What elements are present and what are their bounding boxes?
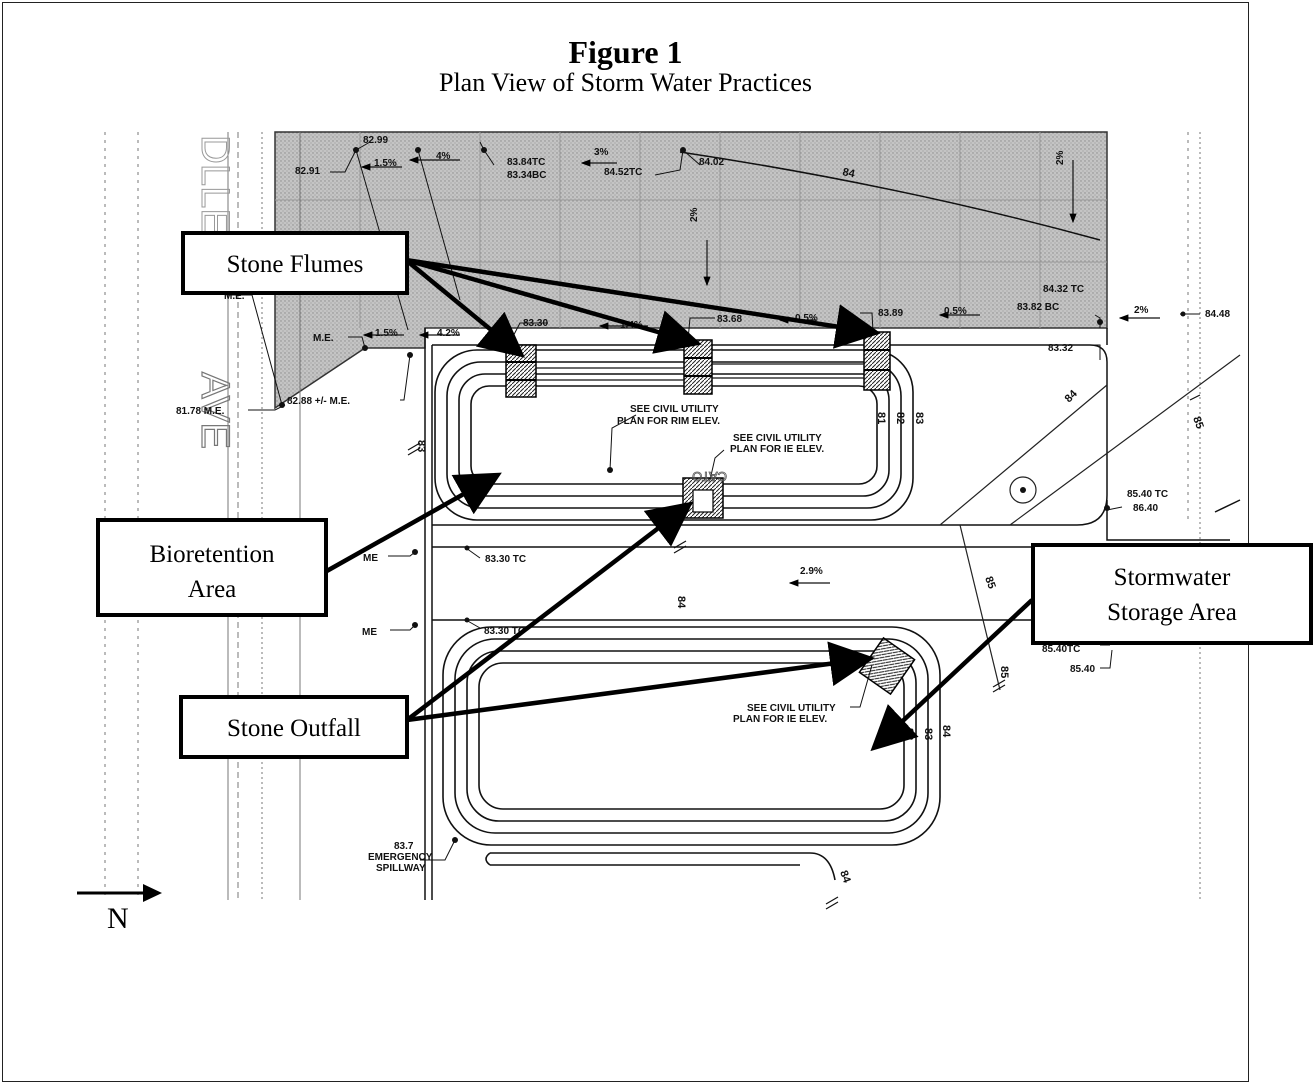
north-arrow xyxy=(77,884,162,902)
svg-text:ME: ME xyxy=(363,553,378,564)
paved-area xyxy=(274,131,1108,410)
svg-text:1.5%: 1.5% xyxy=(374,158,397,169)
callout-stormwater-storage-area: Stormwater Storage Area xyxy=(1031,543,1313,645)
street-name: AVE DLLE xyxy=(192,135,237,450)
svg-text:84.52TC: 84.52TC xyxy=(604,167,642,178)
stone-flume-1 xyxy=(505,344,537,398)
svg-text:84: 84 xyxy=(1063,387,1081,405)
svg-text:84: 84 xyxy=(940,725,952,738)
svg-text:EMERGENCY: EMERGENCY xyxy=(368,852,433,863)
svg-text:86.40: 86.40 xyxy=(1133,503,1158,514)
svg-text:85.40: 85.40 xyxy=(1070,664,1095,675)
svg-text:83.30 TC: 83.30 TC xyxy=(485,554,526,565)
svg-text:83.32: 83.32 xyxy=(1048,343,1073,354)
plan-labels: 82.99 82.91 1.5% 4% 83.84TC 83.34BC 3% 8… xyxy=(176,135,1230,885)
north-label: N xyxy=(107,902,129,935)
roadway-lines xyxy=(104,132,1201,900)
svg-text:84: 84 xyxy=(675,596,687,609)
callout-arrows xyxy=(323,257,1034,752)
svg-text:83.89: 83.89 xyxy=(878,308,903,319)
callout-stone-outfall: Stone Outfall xyxy=(179,695,409,759)
svg-text:82: 82 xyxy=(903,728,915,740)
svg-text:85: 85 xyxy=(1190,415,1205,431)
svg-text:ME: ME xyxy=(362,627,377,638)
svg-text:2.9%: 2.9% xyxy=(800,566,823,577)
svg-text:83: 83 xyxy=(913,412,925,424)
svg-text:PLAN FOR RIM ELEV.: PLAN FOR RIM ELEV. xyxy=(617,416,720,427)
svg-text:85: 85 xyxy=(998,666,1010,678)
svg-text:83.34BC: 83.34BC xyxy=(507,170,546,181)
figure-frame xyxy=(2,2,1249,1082)
callout-stone-flumes: Stone Flumes xyxy=(181,231,409,295)
elevation-dots xyxy=(279,147,1186,843)
svg-text:83: 83 xyxy=(922,728,934,740)
svg-text:2%: 2% xyxy=(689,207,700,222)
diagonal-lines xyxy=(939,354,1241,691)
svg-text:83.30: 83.30 xyxy=(523,318,548,329)
flume-lines xyxy=(536,363,864,381)
svg-text:SPILLWAY: SPILLWAY xyxy=(376,863,426,874)
svg-text:AVE: AVE xyxy=(193,372,237,449)
svg-text:4%: 4% xyxy=(436,151,451,162)
svg-text:83.82 BC: 83.82 BC xyxy=(1017,302,1059,313)
svg-text:2%: 2% xyxy=(1055,150,1066,165)
svg-text:82.99: 82.99 xyxy=(363,135,388,146)
svg-text:84: 84 xyxy=(841,166,856,180)
svg-text:SEE CIVIL UTILITY: SEE CIVIL UTILITY xyxy=(747,703,836,714)
svg-text:81.78 M.E.: 81.78 M.E. xyxy=(176,406,225,417)
svg-text:82: 82 xyxy=(894,412,906,424)
svg-text:0.5%: 0.5% xyxy=(944,306,967,317)
svg-text:84.02: 84.02 xyxy=(699,157,724,168)
stone-flume-2 xyxy=(683,339,713,395)
svg-text:3%: 3% xyxy=(594,147,609,158)
svg-text:82.88 +/- M.E.: 82.88 +/- M.E. xyxy=(287,396,350,407)
svg-text:84: 84 xyxy=(837,869,853,885)
svg-text:81: 81 xyxy=(875,412,887,424)
svg-text:1.5%: 1.5% xyxy=(375,328,398,339)
svg-text:SEE CIVIL UTILITY: SEE CIVIL UTILITY xyxy=(733,433,822,444)
svg-text:M.E.: M.E. xyxy=(224,291,245,302)
svg-text:83: 83 xyxy=(415,440,427,452)
svg-text:Storage Area: Storage Area xyxy=(1107,599,1237,626)
svg-text:DLLE: DLLE xyxy=(193,135,237,235)
svg-text:PLAN FOR IE ELEV.: PLAN FOR IE ELEV. xyxy=(733,714,827,725)
svg-text:85.40 TC: 85.40 TC xyxy=(1127,489,1168,500)
svg-text:83.84TC: 83.84TC xyxy=(507,157,545,168)
svg-text:M.E.: M.E. xyxy=(313,333,334,344)
svg-text:84.32 TC: 84.32 TC xyxy=(1043,284,1084,295)
figure-subtitle: Plan View of Storm Water Practices xyxy=(438,68,813,97)
svg-text:Bioretention: Bioretention xyxy=(150,541,275,568)
svg-text:SEE CIVIL UTILITY: SEE CIVIL UTILITY xyxy=(630,404,719,415)
svg-text:83.7: 83.7 xyxy=(394,841,414,852)
stone-flume-3 xyxy=(863,331,891,391)
callout-bioretention-area: Bioretention Area xyxy=(96,518,328,617)
svg-text:85.40TC: 85.40TC xyxy=(1042,644,1080,655)
svg-text:CATO: CATO xyxy=(692,469,727,484)
svg-text:84.48: 84.48 xyxy=(1205,309,1230,320)
figure-title: Figure 1 xyxy=(568,34,683,70)
svg-text:PLAN FOR IE ELEV.: PLAN FOR IE ELEV. xyxy=(730,444,824,455)
svg-text:82.91: 82.91 xyxy=(295,166,320,177)
svg-text:2%: 2% xyxy=(1134,305,1149,316)
svg-text:83.30 TC: 83.30 TC xyxy=(484,626,525,637)
svg-text:Stormwater: Stormwater xyxy=(1114,564,1231,591)
svg-text:Stone Outfall: Stone Outfall xyxy=(227,715,361,742)
svg-text:Area: Area xyxy=(188,576,237,603)
svg-text:4.2%: 4.2% xyxy=(437,328,460,339)
stone-outfall-2 xyxy=(858,636,916,696)
svg-text:Stone Flumes: Stone Flumes xyxy=(227,251,364,278)
svg-text:0.5%: 0.5% xyxy=(795,313,818,324)
svg-text:83.68: 83.68 xyxy=(717,314,742,325)
svg-text:85: 85 xyxy=(982,575,997,591)
